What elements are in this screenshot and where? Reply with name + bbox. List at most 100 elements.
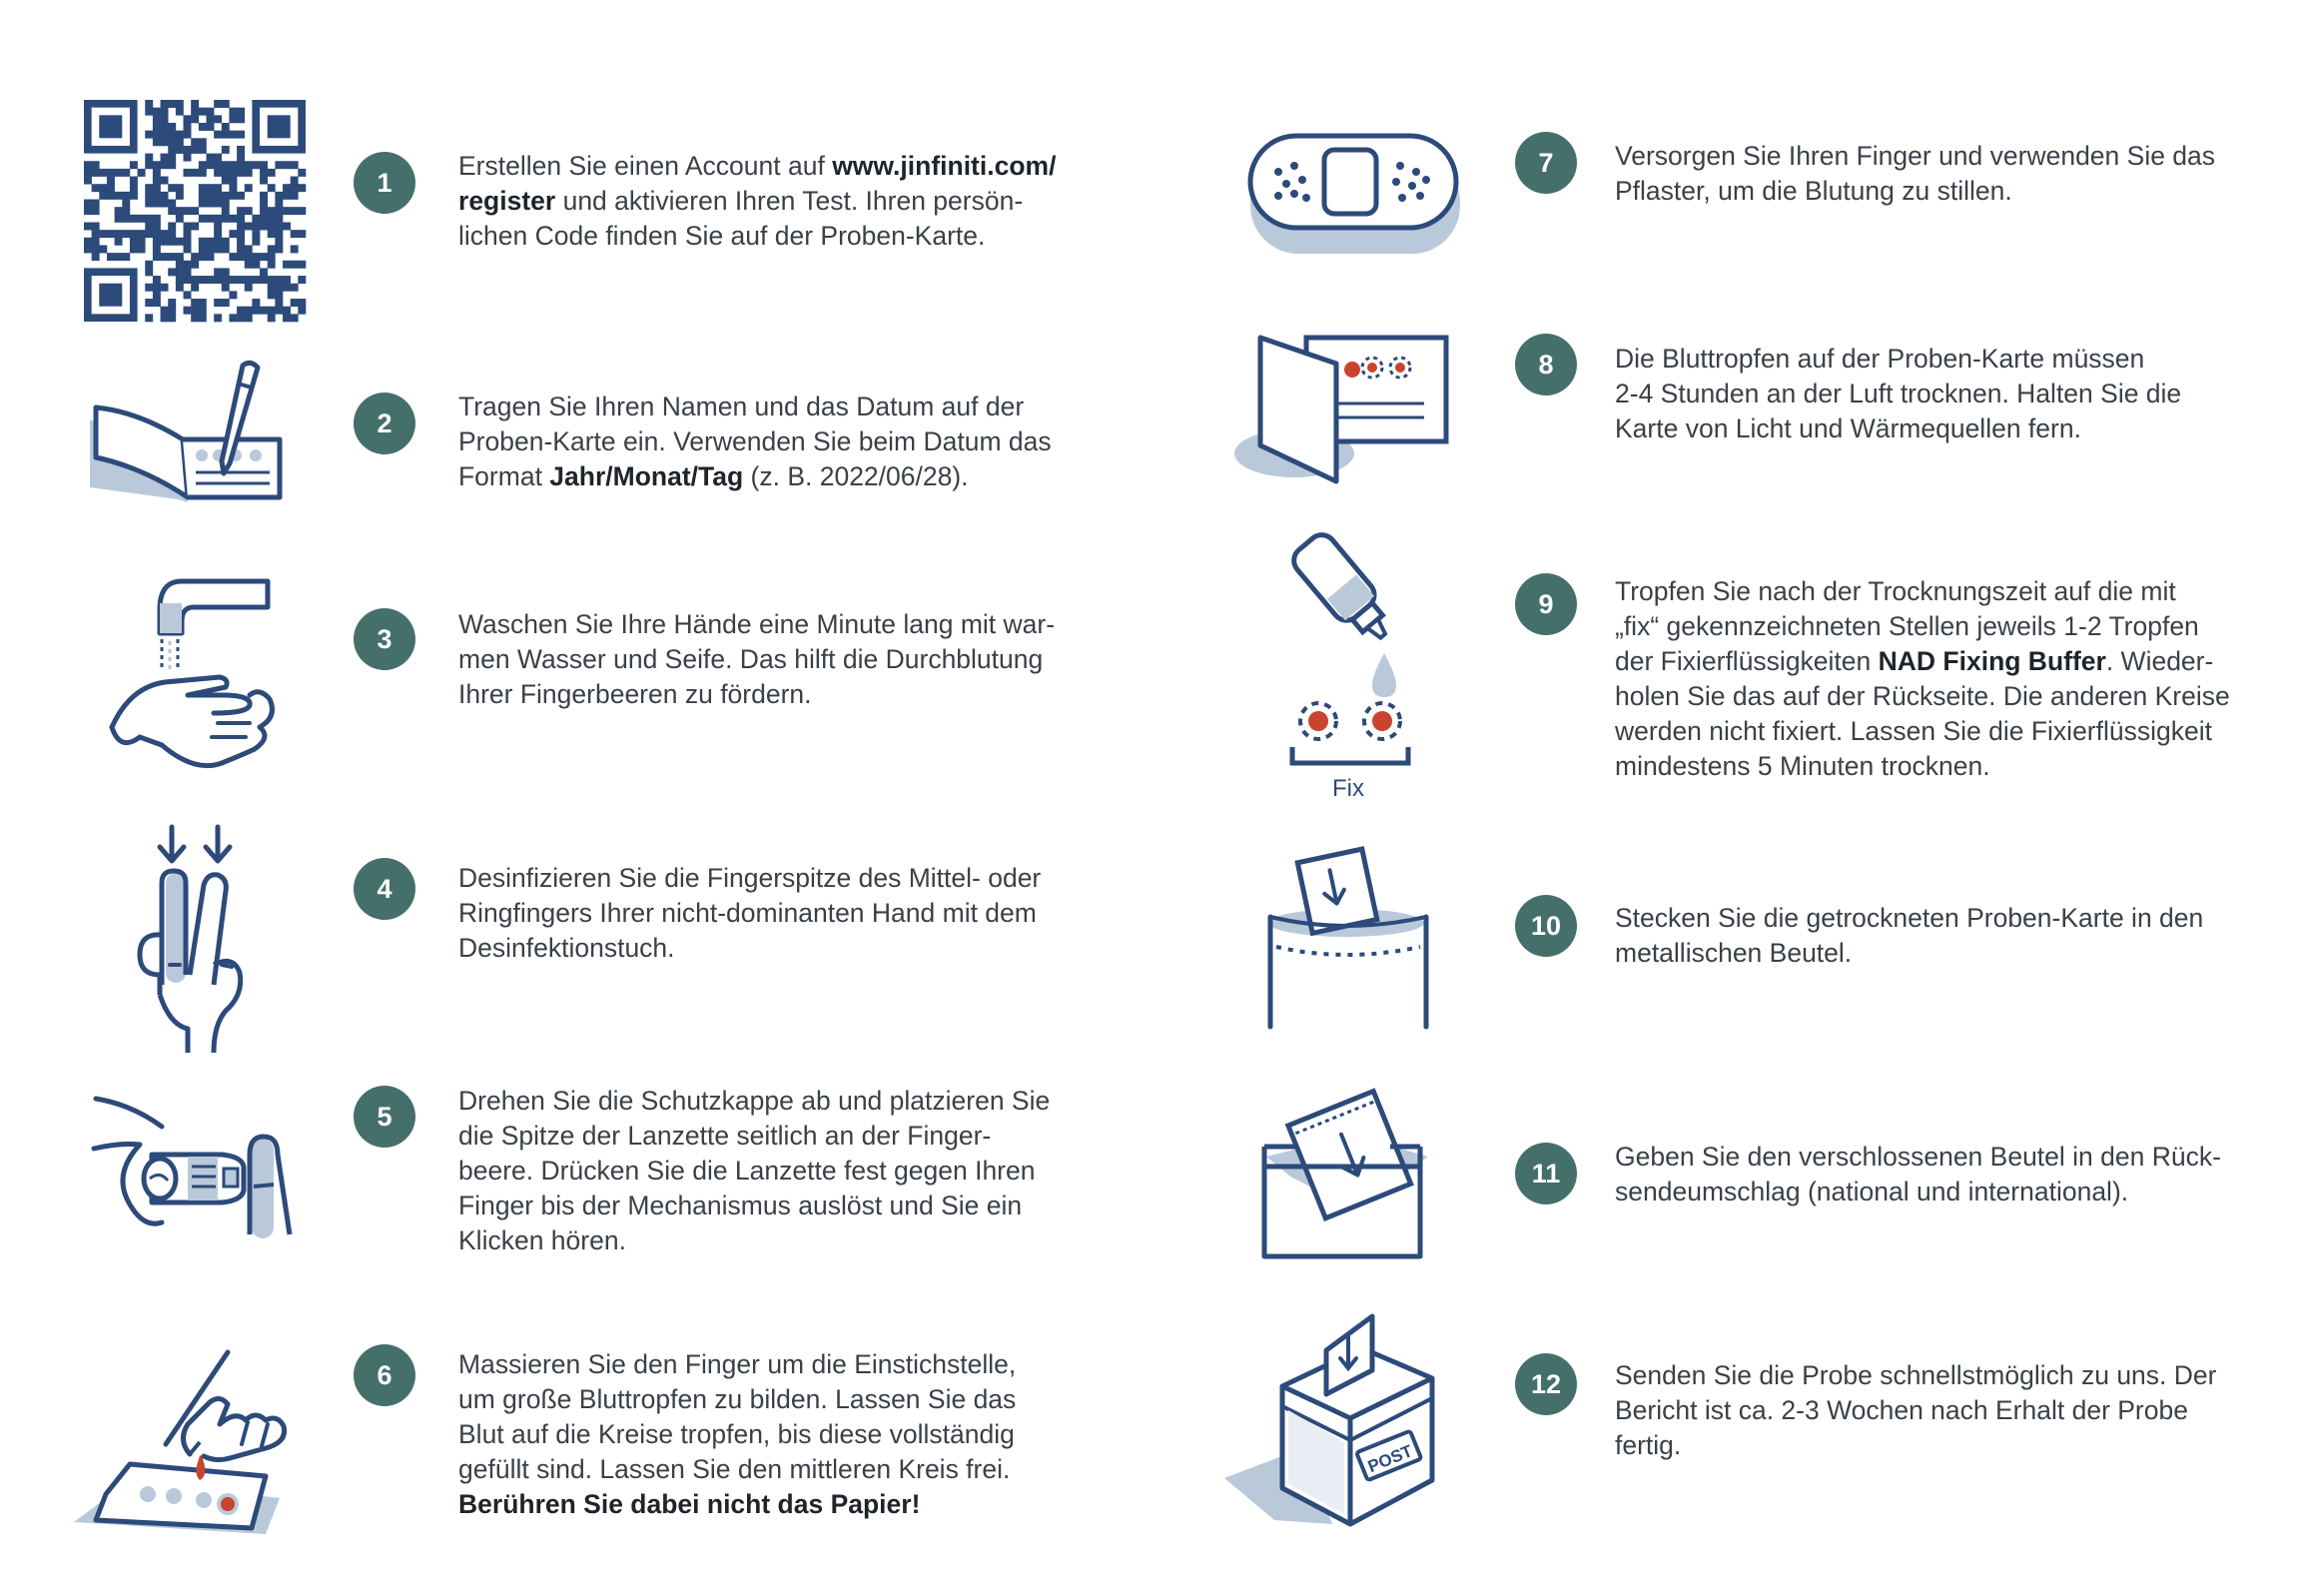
metal-pouch-icon: [1266, 846, 1436, 1031]
text-line: Klicken hören.: [458, 1223, 1050, 1258]
text-segment: die Spitze der Lanzette seitlich an der …: [458, 1121, 992, 1151]
text-segment: fertig.: [1615, 1430, 1682, 1460]
text-line: der Fixierflüssigkeiten NAD Fixing Buffe…: [1615, 644, 2230, 679]
step-text: Erstellen Sie einen Account auf www.jinf…: [458, 149, 1056, 254]
text-line: metallischen Beutel.: [1615, 936, 2203, 971]
text-line: Proben-Karte ein. Verwenden Sie beim Dat…: [458, 424, 1052, 459]
text-line: Massieren Sie den Finger um die Einstich…: [458, 1347, 1016, 1382]
step-text: Tragen Sie Ihren Namen und das Datum auf…: [458, 390, 1052, 494]
text-line: Senden Sie die Probe schnellstmöglich zu…: [1615, 1358, 2216, 1393]
text-line: Berühren Sie dabei nicht das Papier!: [458, 1487, 1016, 1522]
text-segment: Ihrer Fingerbeeren zu fördern.: [458, 679, 812, 709]
text-segment: gefüllt sind. Lassen Sie den mittleren K…: [458, 1454, 1011, 1484]
text-line: fertig.: [1615, 1428, 2216, 1463]
emphasized-text: NAD Fixing Buffer: [1878, 646, 2106, 676]
text-line: men Wasser und Seife. Das hilft die Durc…: [458, 642, 1055, 677]
text-line: Format Jahr/Monat/Tag (z. B. 2022/06/28)…: [458, 459, 1052, 494]
text-line: 2-4 Stunden an der Luft trocknen. Halten…: [1615, 377, 2181, 411]
drying-card-icon: [1232, 334, 1452, 484]
text-segment: sendeumschlag (national und internationa…: [1615, 1177, 2129, 1206]
text-line: die Spitze der Lanzette seitlich an der …: [458, 1119, 1050, 1154]
text-segment: Senden Sie die Probe schnellstmöglich zu…: [1615, 1360, 2217, 1390]
fixing-bottle-icon: Fix: [1278, 527, 1418, 807]
text-segment: Karte von Licht und Wärmequellen fern.: [1615, 413, 2081, 443]
step-number-badge: 4: [354, 858, 415, 920]
text-line: Tragen Sie Ihren Namen und das Datum auf…: [458, 390, 1052, 424]
step-text: Geben Sie den verschlossenen Beutel in d…: [1615, 1140, 2221, 1209]
text-line: Die Bluttropfen auf der Proben-Karte müs…: [1615, 342, 2181, 377]
return-envelope-icon: [1260, 1087, 1440, 1266]
text-line: lichen Code finden Sie auf der Proben-Ka…: [458, 219, 1056, 254]
text-line: Ringfingers Ihrer nicht-dominanten Hand …: [458, 896, 1041, 931]
step-number-badge: 10: [1515, 895, 1577, 957]
text-line: holen Sie das auf der Rückseite. Die and…: [1615, 679, 2230, 714]
step-text: Desinfizieren Sie die Fingerspitze des M…: [458, 861, 1041, 966]
text-segment: Desinfektionstuch.: [458, 933, 675, 963]
text-line: Stecken Sie die getrockneten Proben-Kart…: [1615, 901, 2203, 936]
text-segment: metallischen Beutel.: [1615, 938, 1853, 968]
text-segment: Pflaster, um die Blutung zu stillen.: [1615, 176, 2012, 206]
step-text: Massieren Sie den Finger um die Einstich…: [458, 1347, 1016, 1522]
text-segment: Waschen Sie Ihre Hände eine Minute lang …: [458, 609, 1056, 639]
text-line: Pflaster, um die Blutung zu stillen.: [1615, 174, 2215, 209]
qr-code-icon[interactable]: [84, 100, 307, 323]
fingers-disinfect-icon: [130, 824, 250, 1055]
lancet-icon: [91, 1095, 302, 1244]
blood-drop-card-icon: [70, 1344, 310, 1554]
text-segment: Versorgen Sie Ihren Finger und verwenden…: [1615, 141, 2216, 171]
text-line: Ihrer Fingerbeeren zu fördern.: [458, 677, 1055, 712]
text-line: Finger bis der Mechanismus auslöst und S…: [458, 1189, 1050, 1223]
text-segment: Ringfingers Ihrer nicht-dominanten Hand …: [458, 898, 1037, 928]
text-segment: (z. B. 2022/06/28).: [743, 461, 969, 491]
text-line: „fix“ gekennzeichneten Stellen jeweils 1…: [1615, 609, 2230, 644]
text-line: Desinfektionstuch.: [458, 931, 1041, 966]
step-text: Waschen Sie Ihre Hände eine Minute lang …: [458, 607, 1055, 712]
text-line: beere. Drücken Sie die Lanzette fest geg…: [458, 1154, 1050, 1189]
emphasized-text: Berühren Sie dabei nicht das Papier!: [458, 1489, 921, 1519]
text-line: Versorgen Sie Ihren Finger und verwenden…: [1615, 139, 2215, 174]
step-text: Senden Sie die Probe schnellstmöglich zu…: [1615, 1358, 2216, 1463]
text-line: Karte von Licht und Wärmequellen fern.: [1615, 411, 2181, 446]
text-line: sendeumschlag (national und internationa…: [1615, 1175, 2221, 1209]
step-number-badge: 6: [354, 1344, 415, 1406]
text-line: Geben Sie den verschlossenen Beutel in d…: [1615, 1140, 2221, 1175]
text-segment: Proben-Karte ein. Verwenden Sie beim Dat…: [458, 426, 1052, 456]
text-segment: der Fixierflüssigkeiten: [1615, 646, 1879, 676]
text-line: Waschen Sie Ihre Hände eine Minute lang …: [458, 607, 1055, 642]
post-box-icon: POST: [1222, 1310, 1452, 1540]
text-segment: Klicken hören.: [458, 1225, 626, 1255]
step-number-badge: 7: [1515, 132, 1577, 194]
text-segment: Die Bluttropfen auf der Proben-Karte müs…: [1615, 344, 2145, 374]
text-segment: Finger bis der Mechanismus auslöst und S…: [458, 1191, 1023, 1220]
text-line: register und aktivieren Ihren Test. Ihre…: [458, 184, 1056, 219]
text-segment: Massieren Sie den Finger um die Einstich…: [458, 1349, 1017, 1379]
step-number-badge: 5: [354, 1086, 415, 1148]
step-text: Die Bluttropfen auf der Proben-Karte müs…: [1615, 342, 2181, 446]
step-number-badge: 1: [354, 152, 415, 214]
text-segment: beere. Drücken Sie die Lanzette fest geg…: [458, 1156, 1036, 1186]
text-segment: men Wasser und Seife. Das hilft die Durc…: [458, 644, 1044, 674]
emphasized-text: register: [458, 186, 556, 216]
text-segment: Blut auf die Kreise tropfen, bis diese v…: [458, 1419, 1015, 1449]
text-segment: . Wieder-: [2105, 646, 2214, 676]
step-text: Tropfen Sie nach der Trocknungszeit auf …: [1615, 574, 2230, 784]
text-segment: und aktivieren Ihren Test. Ihren persön-: [555, 186, 1024, 216]
text-segment: Erstellen Sie einen Account auf: [458, 151, 833, 181]
text-segment: Desinfizieren Sie die Fingerspitze des M…: [458, 863, 1042, 893]
step-number-badge: 11: [1515, 1143, 1577, 1204]
text-segment: Bericht ist ca. 2-3 Wochen nach Erhalt d…: [1615, 1395, 2188, 1425]
emphasized-text: Jahr/Monat/Tag: [549, 461, 744, 491]
emphasized-text: www.jinfiniti.com/: [832, 151, 1057, 181]
text-line: Erstellen Sie einen Account auf www.jinf…: [458, 149, 1056, 184]
step-number-badge: 12: [1515, 1353, 1577, 1415]
step-number-badge: 2: [354, 393, 415, 454]
card-writing-icon: [88, 358, 288, 507]
text-line: werden nicht fixiert. Lassen Sie die Fix…: [1615, 714, 2230, 749]
text-segment: holen Sie das auf der Rückseite. Die and…: [1615, 681, 2230, 711]
text-line: mindestens 5 Minuten trocknen.: [1615, 749, 2230, 784]
text-line: Tropfen Sie nach der Trocknungszeit auf …: [1615, 574, 2230, 609]
hand-washing-icon: [109, 577, 280, 777]
fix-label: Fix: [1332, 775, 1364, 802]
step-number-badge: 3: [354, 608, 415, 670]
text-segment: Drehen Sie die Schutzkappe ab und platzi…: [458, 1086, 1051, 1116]
